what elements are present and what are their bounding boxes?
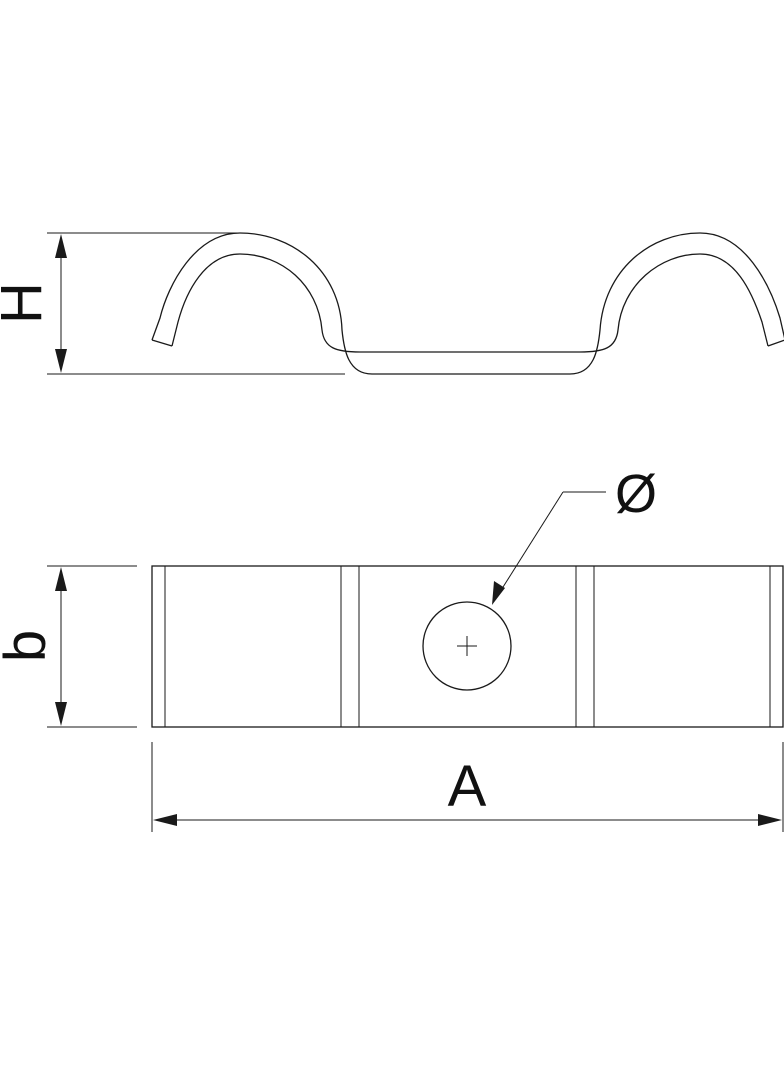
a-arrow-left [153, 814, 177, 826]
top-view: Ø b A [0, 464, 784, 832]
dimension-label-diameter: Ø [615, 464, 657, 524]
dimension-label-b: b [0, 630, 58, 662]
clamp-profile-inner [171, 253, 769, 353]
a-arrow-right [758, 814, 782, 826]
b-arrow-top [55, 567, 67, 591]
dimension-label-h: H [0, 282, 54, 324]
left-end-cap [151, 339, 173, 347]
h-arrow-top [55, 234, 67, 258]
leader-line-diagonal [497, 491, 564, 596]
dimension-label-a: A [448, 754, 487, 819]
right-end-cap [767, 339, 784, 347]
h-arrow-bottom [55, 349, 67, 373]
mounting-hole [422, 601, 512, 691]
b-arrow-bottom [55, 702, 67, 726]
side-view: H [0, 232, 784, 375]
plan-outline [151, 565, 784, 728]
leader-arrowhead [492, 581, 505, 605]
